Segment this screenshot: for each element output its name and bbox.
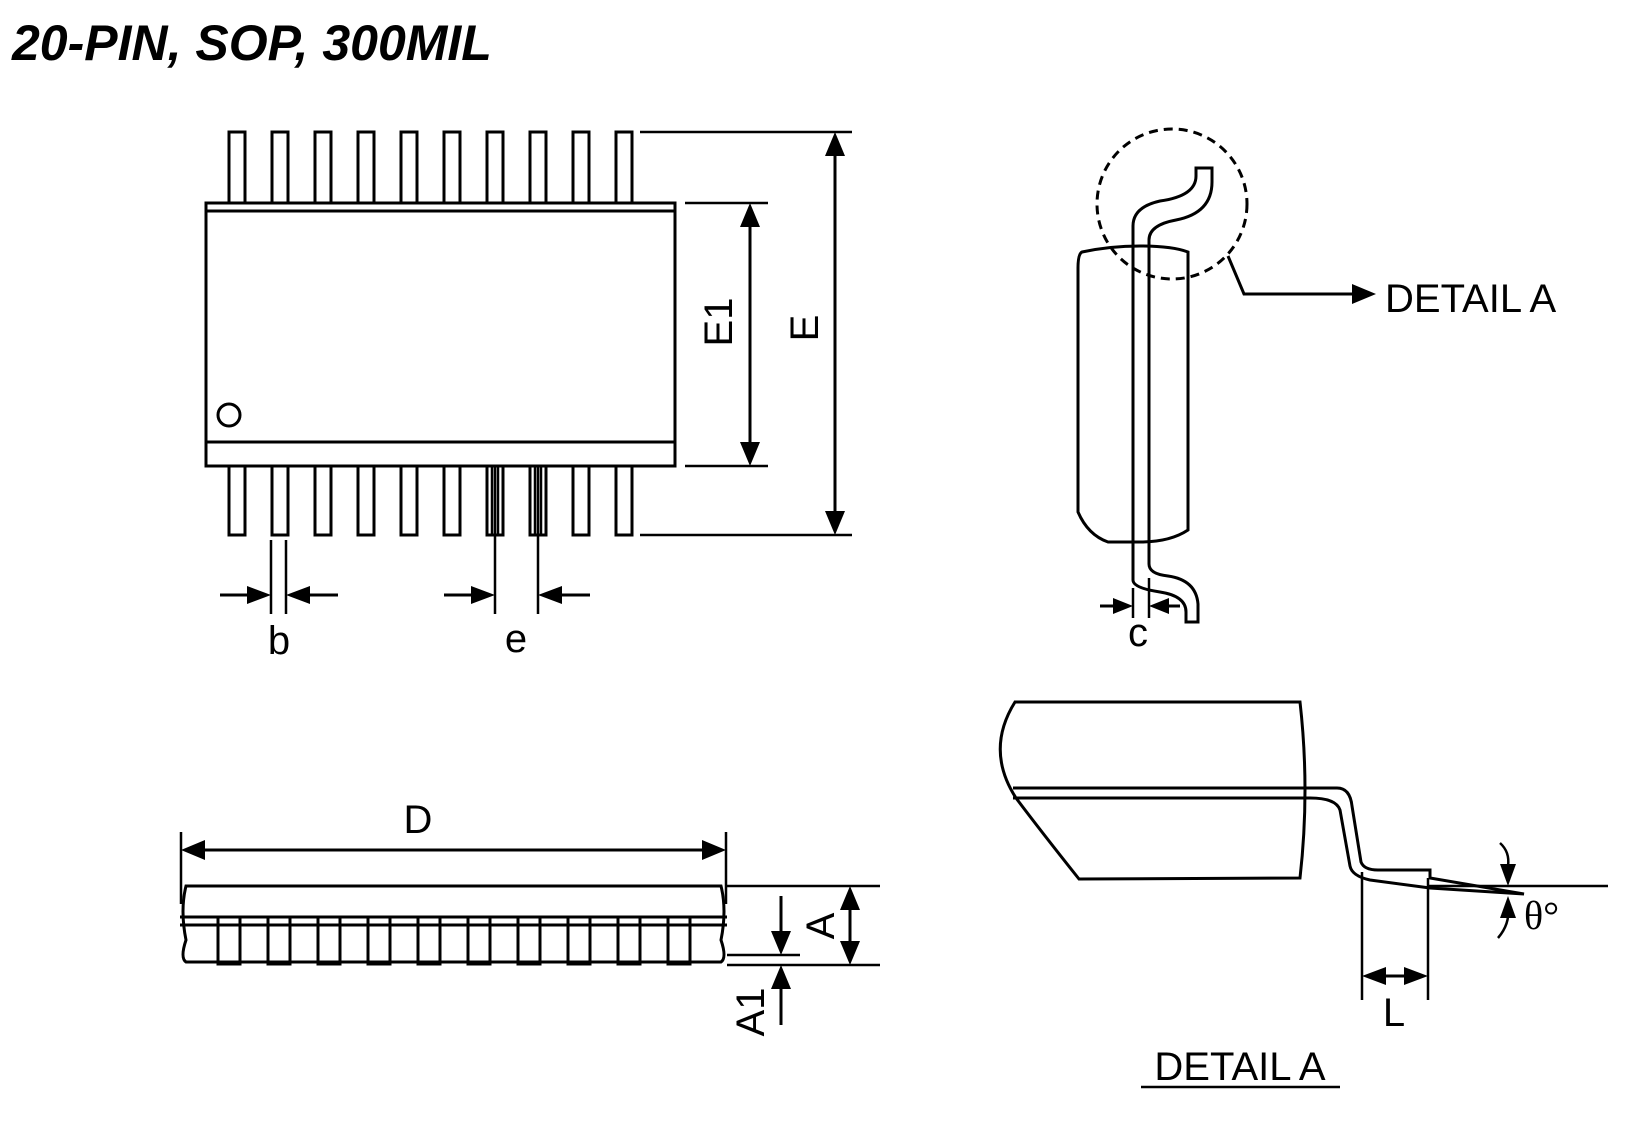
- detail-a-view: [998, 700, 1608, 1000]
- detail-lead: [1300, 786, 1525, 896]
- label-A1: A1: [729, 988, 773, 1037]
- side-lead: [566, 915, 592, 966]
- detail-a-circle: [1095, 127, 1249, 281]
- side-lead: [216, 915, 242, 966]
- bottom-lead: [571, 464, 591, 537]
- label-theta: θ°: [1524, 893, 1559, 938]
- label-b: b: [268, 619, 290, 663]
- top-pins: [227, 130, 634, 205]
- dimension-b: [220, 540, 338, 614]
- label-c: c: [1128, 611, 1148, 655]
- bottom-lead: [270, 464, 290, 537]
- dimension-E: [640, 130, 852, 537]
- label-A: A: [799, 912, 843, 939]
- side-lead: [666, 915, 692, 966]
- dimension-e: [444, 466, 590, 614]
- bottom-lead: [356, 464, 376, 537]
- bottom-lead: [442, 464, 462, 537]
- dimension-L: [1360, 872, 1430, 1000]
- top-lead: [399, 130, 419, 205]
- dimension-E1: [685, 201, 768, 468]
- top-lead: [485, 130, 505, 205]
- label-D: D: [404, 798, 433, 842]
- top-lead: [614, 130, 634, 205]
- end-view-body: [1076, 244, 1190, 544]
- detail-a-caption: DETAIL A: [1154, 1045, 1325, 1089]
- side-lead: [416, 915, 442, 966]
- dimension-D: [179, 832, 728, 904]
- bottom-pins: [227, 464, 634, 537]
- side-lead: [616, 915, 642, 966]
- bottom-lead: [227, 464, 247, 537]
- package-body-top: [204, 201, 677, 468]
- top-lead: [442, 130, 462, 205]
- bottom-lead: [399, 464, 419, 537]
- label-e: e: [505, 617, 527, 661]
- side-lead: [266, 915, 292, 966]
- detail-a-callout: DETAIL A: [1385, 277, 1556, 321]
- side-view-pins: [216, 915, 692, 966]
- drawing-title: 20-PIN, SOP, 300MIL: [12, 15, 492, 71]
- bottom-lead: [313, 464, 333, 537]
- top-lead: [356, 130, 376, 205]
- top-lead: [528, 130, 548, 205]
- top-lead: [571, 130, 591, 205]
- label-E1: E1: [697, 298, 741, 347]
- bottom-lead: [614, 464, 634, 537]
- theta-angle-indicator: [1497, 842, 1516, 939]
- top-lead: [227, 130, 247, 205]
- dimension-A: [727, 884, 880, 967]
- side-lead: [516, 915, 542, 966]
- lead-profile: [1131, 166, 1214, 624]
- end-view: [1076, 127, 1376, 624]
- detail-body: [998, 700, 1307, 881]
- pin1-marker: [216, 402, 242, 428]
- label-L: L: [1383, 991, 1405, 1035]
- top-lead: [313, 130, 333, 205]
- top-lead: [270, 130, 290, 205]
- side-lead: [366, 915, 392, 966]
- top-view: E1 E b e: [204, 130, 852, 663]
- side-view: D A A1: [179, 798, 880, 1037]
- dimension-A1: [727, 896, 800, 1025]
- dimension-c: [1100, 578, 1180, 618]
- label-E: E: [783, 315, 827, 342]
- side-lead: [316, 915, 342, 966]
- side-lead: [466, 915, 492, 966]
